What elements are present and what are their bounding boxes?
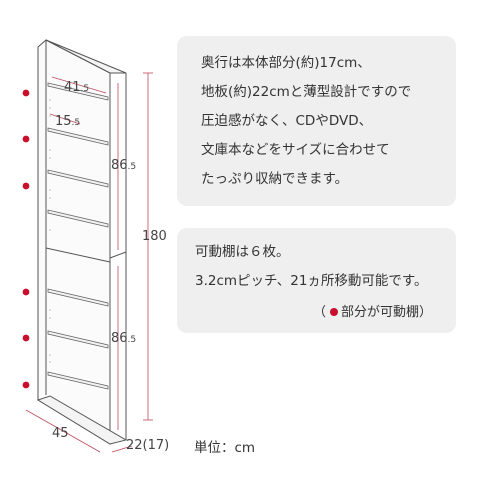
movable-shelf-markers xyxy=(22,89,30,389)
shelf-depth-label: 15.5 xyxy=(55,114,80,129)
total-height-label: 180 xyxy=(142,229,167,244)
depth-info-line: たっぷり収納できます。 xyxy=(201,171,349,187)
shelf-info-line: 可動棚は６枚。 xyxy=(195,244,290,260)
shelf xyxy=(47,288,109,307)
width-label: 45 xyxy=(52,426,69,441)
shelves xyxy=(47,82,109,390)
movable-shelf-dot xyxy=(22,182,30,190)
shelf xyxy=(47,330,109,349)
bookshelf-outline xyxy=(36,39,128,445)
depth-info-line: 奥行は本体部分(約)17cm、 xyxy=(201,55,371,71)
peg-holes xyxy=(49,99,51,363)
movable-shelf-dot xyxy=(22,288,30,296)
shelf-info-panel: 可動棚は６枚。 3.2cmピッチ、21ヵ所移動可能です。 （ 部分が可動棚） xyxy=(177,228,456,333)
shelf xyxy=(47,209,109,228)
movable-shelf-dot xyxy=(22,381,30,389)
unit-label: 単位：cm xyxy=(194,440,256,456)
shelf xyxy=(47,169,109,188)
depth-info-panel: 奥行は本体部分(約)17cm、 地板(約)22cmと薄型設計ですので 圧迫感がな… xyxy=(177,36,456,206)
inner-width-label: 41.5 xyxy=(64,80,89,95)
dimension-lines xyxy=(25,72,153,453)
legend-text: 部分が可動棚） xyxy=(340,305,432,320)
depth-info-line: 地板(約)22cmと薄型設計ですので xyxy=(201,84,412,100)
movable-shelf-dot xyxy=(22,334,30,342)
upper-height-label: 86.5 xyxy=(111,158,136,173)
shelf xyxy=(47,82,109,101)
depth-info-line: 圧迫感がなく、CDやDVD、 xyxy=(201,113,373,129)
shelf xyxy=(47,127,109,146)
depth-info-line: 文庫本などをサイズに合わせて xyxy=(201,142,390,158)
movable-shelf-dot xyxy=(22,135,30,143)
legend-dot-icon xyxy=(329,307,338,316)
legend-open-paren: （ xyxy=(312,305,326,320)
shelf xyxy=(47,371,109,390)
shelf-info-line: 3.2cmピッチ、21ヵ所移動可能です。 xyxy=(195,273,428,289)
lower-height-label: 86.5 xyxy=(111,331,136,346)
depth-label: 22(17) xyxy=(126,438,169,453)
movable-shelf-dot xyxy=(22,89,30,97)
movable-shelf-legend: （ 部分が可動棚） xyxy=(313,298,432,327)
